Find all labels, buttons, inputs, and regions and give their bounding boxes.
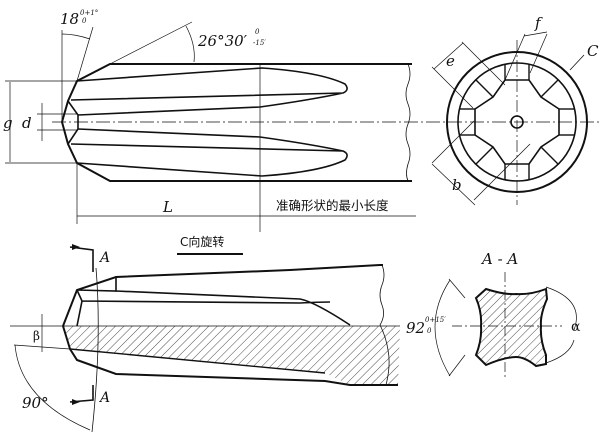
dim-f-label: f [534, 14, 543, 32]
section-hatch [63, 326, 400, 385]
section-arrow-top [69, 246, 94, 272]
angle-92-sub: 0 [427, 327, 432, 335]
dim-g-label: g [3, 114, 13, 132]
hatched-edge [69, 348, 326, 374]
angle-90-label: 90° [22, 394, 49, 412]
angle-92-label: 92 [406, 319, 425, 337]
angle-arc-90 [14, 344, 91, 431]
dim-line-b [431, 163, 476, 206]
side-outline-top [62, 264, 383, 327]
angle-arc-92 [434, 279, 451, 377]
angle-92-sup: 0+15′ [425, 316, 446, 324]
dim-e-label: e [446, 52, 455, 70]
dim-d-label: d [22, 114, 32, 132]
tip-inner-facet [67, 100, 79, 145]
section-line-A [91, 267, 99, 433]
angle-arc-26 [185, 25, 195, 63]
section-title: A - A [480, 250, 518, 268]
section-mark-top: A [98, 250, 110, 266]
angle-alpha-label: α [571, 319, 581, 335]
dim-b-label: b [452, 176, 462, 194]
angle-26-sub: -15′ [253, 39, 266, 47]
dim-line-e [433, 42, 464, 70]
angle-arc-18 [61, 33, 91, 40]
min-length-note: 准确形状的最小长度 [276, 198, 389, 213]
angle-arc-alpha [545, 286, 577, 364]
flute-upper [70, 67, 348, 116]
side-flute [76, 289, 351, 327]
section-arrow-bottom [69, 385, 94, 403]
angle-18-sub: 0 [82, 17, 87, 25]
section-view [434, 272, 577, 380]
angle-26-label: 26°30′ [197, 32, 248, 50]
angle-18-label: 18 [60, 10, 79, 28]
dim-line-f [523, 31, 548, 37]
view-c-label: C [587, 42, 599, 60]
wavy-break-right [379, 264, 390, 386]
side-view-title: C向旋转 [180, 234, 224, 249]
dim-L-label: L [162, 198, 173, 216]
angle-18-sup: 0+1° [80, 9, 98, 17]
view-arrow-C [569, 54, 585, 71]
top-view [5, 21, 600, 232]
flute-lower [70, 128, 348, 177]
angle-26-sup: 0 [255, 28, 260, 36]
end-view [431, 31, 588, 206]
angle-beta-label: β [33, 329, 40, 343]
tool-outline [60, 63, 412, 182]
side-view [10, 244, 400, 433]
section-mark-bottom: A [98, 390, 110, 406]
wavy-break-line [405, 63, 411, 182]
section-profile [474, 287, 549, 368]
